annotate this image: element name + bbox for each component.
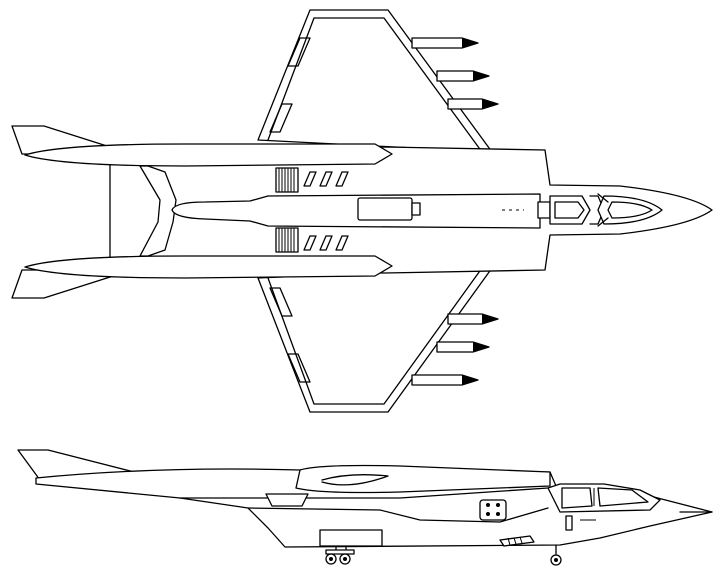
side-view bbox=[17, 449, 713, 566]
wing-missile bbox=[447, 313, 499, 325]
side-cockpit bbox=[547, 483, 661, 531]
upper-vent-slots bbox=[303, 171, 349, 187]
nose-landing-gear bbox=[550, 544, 562, 566]
side-intake bbox=[265, 493, 309, 507]
main-landing-gear bbox=[325, 545, 355, 565]
lower-intake-louvres bbox=[275, 227, 299, 253]
side-gear-bay bbox=[319, 529, 383, 547]
lower-tail-boom bbox=[24, 255, 393, 279]
side-dorsal-fairing bbox=[295, 464, 551, 494]
lower-wing bbox=[257, 267, 493, 413]
wing-missile bbox=[436, 70, 490, 82]
upper-tail-boom bbox=[24, 143, 393, 167]
top-view bbox=[11, 9, 713, 413]
bay-hatch bbox=[357, 197, 421, 221]
lower-wing-stores bbox=[411, 313, 499, 386]
upper-intake-louvres bbox=[275, 167, 299, 193]
wing-missile bbox=[447, 98, 499, 110]
lower-vent-slots bbox=[303, 235, 349, 251]
wing-missile bbox=[411, 374, 479, 386]
upper-wing-stores bbox=[411, 37, 499, 110]
top-cockpit bbox=[537, 193, 663, 227]
wing-missile bbox=[411, 37, 479, 49]
side-port-cluster bbox=[479, 499, 507, 521]
side-belly-vents bbox=[499, 535, 535, 547]
tail-cutout bbox=[139, 165, 177, 257]
wing-missile bbox=[436, 341, 490, 353]
